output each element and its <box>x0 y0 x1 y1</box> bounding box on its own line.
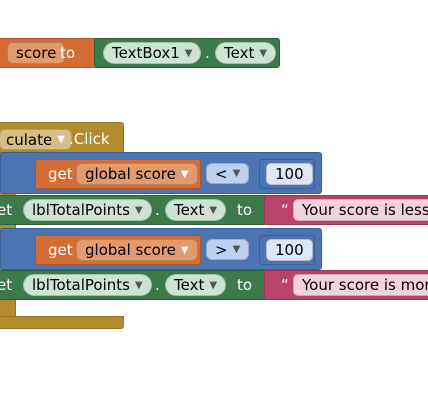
dropdown-arrow-icon: ▼ <box>180 244 189 256</box>
text-value: Your score is mor <box>302 276 428 294</box>
to-label: to <box>237 276 253 294</box>
operator-label: < <box>215 164 228 183</box>
event-component-label: culate <box>6 130 53 149</box>
text-block-1[interactable]: “ Your score is less <box>264 195 428 225</box>
dropdown-arrow-icon: ▼ <box>134 279 143 291</box>
component-label: lblTotalPoints <box>32 276 130 294</box>
set-lbltotalpoints-block-1[interactable]: et lblTotalPoints ▼ . Text ▼ to <box>0 195 268 225</box>
quote-label: “ <box>281 276 289 294</box>
property-dropdown[interactable]: Text ▼ <box>165 199 227 221</box>
to-label: to <box>237 201 253 219</box>
dropdown-arrow-icon: ▼ <box>180 168 189 180</box>
text-field[interactable]: Your score is mor <box>293 274 428 296</box>
if-block-2[interactable]: get global score ▼ > ▼ 100 <box>0 228 322 270</box>
variable-name-field[interactable]: score <box>7 42 66 64</box>
compare-operator-dropdown[interactable]: < ▼ <box>206 163 250 184</box>
set-label: et <box>0 276 13 294</box>
number-block-1[interactable]: 100 <box>259 159 315 189</box>
property-label: Text <box>174 201 205 219</box>
dropdown-arrow-icon: ▼ <box>209 279 218 291</box>
text-field[interactable]: Your score is less <box>293 199 428 221</box>
dropdown-arrow-icon: ▼ <box>209 204 218 216</box>
set-lbltotalpoints-block-2[interactable]: et lblTotalPoints ▼ . Text ▼ to <box>0 270 268 300</box>
variable-name-label: score <box>16 44 57 62</box>
textbox1-text-getter-block[interactable]: TextBox1 ▼ . Text ▼ <box>94 38 280 68</box>
dropdown-arrow-icon: ▼ <box>259 47 268 59</box>
number-field[interactable]: 100 <box>266 163 313 185</box>
if-block-1[interactable]: get global score ▼ < ▼ 100 <box>0 152 322 194</box>
variable-dropdown[interactable]: global score ▼ <box>76 239 198 261</box>
quote-label: “ <box>281 201 289 219</box>
component-label: TextBox1 <box>112 44 180 62</box>
number-value: 100 <box>275 165 304 183</box>
compare-operator-dropdown[interactable]: > ▼ <box>206 239 250 260</box>
component-dropdown[interactable]: lblTotalPoints ▼ <box>23 274 152 296</box>
property-label: Text <box>174 276 205 294</box>
get-global-score-block-1[interactable]: get global score ▼ <box>35 159 201 189</box>
property-dropdown[interactable]: Text ▼ <box>215 42 277 64</box>
property-dropdown[interactable]: Text ▼ <box>165 274 227 296</box>
dropdown-arrow-icon: ▼ <box>134 204 143 216</box>
operator-label: > <box>215 240 228 259</box>
dot-label: . <box>155 201 160 219</box>
get-global-score-block-2[interactable]: get global score ▼ <box>35 235 201 265</box>
number-block-2[interactable]: 100 <box>259 235 315 265</box>
dropdown-arrow-icon: ▼ <box>232 244 241 255</box>
number-field[interactable]: 100 <box>266 239 313 261</box>
variable-label: global score <box>85 165 176 183</box>
click-event-block[interactable]: culate ▼ .Click <box>0 122 124 156</box>
variable-dropdown[interactable]: global score ▼ <box>76 163 198 185</box>
number-value: 100 <box>275 241 304 259</box>
variable-label: global score <box>85 241 176 259</box>
text-value: Your score is less <box>302 201 428 219</box>
set-global-score-block[interactable]: score to <box>0 38 100 68</box>
dot-label: . <box>155 276 160 294</box>
text-block-2[interactable]: “ Your score is mor <box>264 270 428 300</box>
dropdown-arrow-icon: ▼ <box>232 168 241 179</box>
component-dropdown[interactable]: TextBox1 ▼ <box>103 42 202 64</box>
event-footer <box>0 316 124 329</box>
to-label: to <box>60 44 76 62</box>
dropdown-arrow-icon: ▼ <box>184 47 193 59</box>
event-click-label: .Click <box>69 130 110 148</box>
component-label: lblTotalPoints <box>32 201 130 219</box>
event-component-dropdown[interactable]: culate ▼ <box>0 129 72 150</box>
dot-label: . <box>205 44 210 62</box>
get-label: get <box>48 241 73 259</box>
get-label: get <box>48 165 73 183</box>
property-label: Text <box>224 44 255 62</box>
component-dropdown[interactable]: lblTotalPoints ▼ <box>23 199 152 221</box>
dropdown-arrow-icon: ▼ <box>57 134 65 145</box>
set-label: et <box>0 201 13 219</box>
